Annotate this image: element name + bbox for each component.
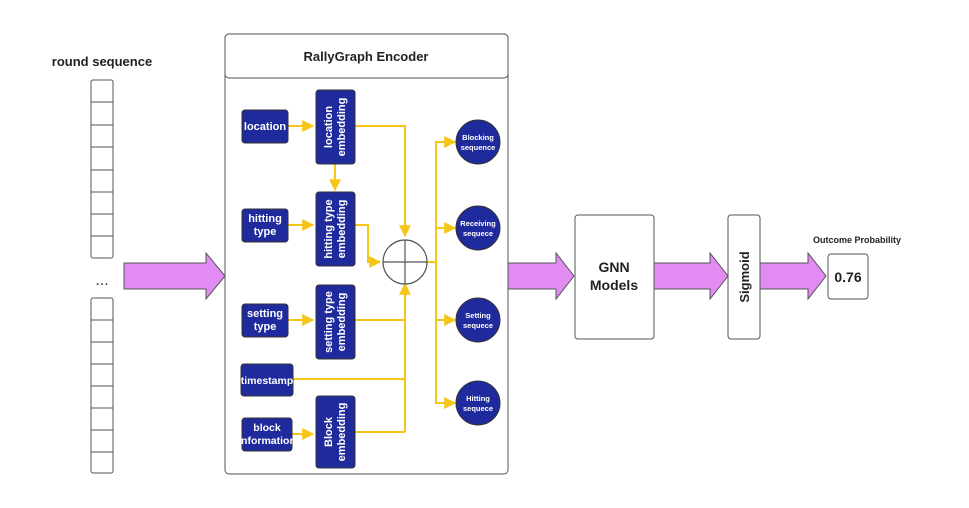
output-receiving-line2: sequece [463, 229, 493, 238]
embedding-hitting-type-line1: hitting type [323, 199, 335, 258]
input-block-line1: block [253, 422, 281, 434]
embedding-location-line1: location [323, 106, 335, 148]
encoder-title: RallyGraph Encoder [304, 49, 429, 64]
input-location: location [241, 109, 289, 144]
outcome-value-box: 0.76 [827, 253, 869, 300]
outcome-value: 0.76 [834, 269, 861, 285]
output-blocking-line2: sequence [461, 143, 496, 152]
input-setting-type-line2: type [254, 321, 277, 333]
output-hitting-sequence: Hitting sequece [455, 380, 501, 426]
sequence-ellipsis: ... [95, 272, 108, 289]
input-location-label: location [244, 121, 286, 133]
arrow-into-gnn [507, 251, 575, 301]
input-timestamp: timestamp [240, 363, 294, 397]
input-setting-type-line1: setting [247, 308, 283, 320]
output-hitting-line1: Hitting [466, 394, 490, 403]
output-setting-line1: Setting [465, 311, 491, 320]
input-block-information: block information [238, 417, 296, 452]
sigmoid-box: Sigmoid [727, 214, 761, 340]
arrow-into-sigmoid [653, 251, 729, 301]
embedding-setting-type: setting type embedding [315, 284, 356, 360]
arrow-into-encoder [123, 251, 226, 301]
input-hitting-type: hitting type [241, 208, 289, 243]
round-sequence-label: round sequence [52, 54, 152, 69]
output-setting-line2: sequece [463, 321, 493, 330]
aggregation-plus-icon [382, 239, 428, 285]
input-timestamp-label: timestamp [241, 375, 294, 387]
gnn-models-box: GNN Models [574, 214, 655, 340]
embedding-location-line2: embedding [336, 98, 348, 157]
embedding-location: location embedding [315, 89, 356, 165]
output-hitting-line2: sequece [463, 404, 493, 413]
output-receiving-sequence: Receiving sequece [455, 205, 501, 251]
embedding-block-line2: embedding [336, 403, 348, 462]
input-setting-type: setting type [241, 303, 289, 338]
sigmoid-label: Sigmoid [737, 251, 752, 302]
encoder-title-box [224, 33, 509, 79]
arrow-into-output [759, 251, 827, 301]
embedding-hitting-type: hitting type embedding [315, 191, 356, 267]
encoder-connectors [288, 120, 457, 440]
embedding-block: Block embedding [315, 395, 356, 469]
sequence-strip-top [90, 79, 114, 259]
input-block-line2: information [238, 435, 296, 447]
gnn-line2: Models [590, 277, 638, 293]
embedding-setting-type-line1: setting type [323, 291, 335, 353]
output-setting-sequence: Setting sequece [455, 297, 501, 343]
output-blocking-sequence: Blocking sequence [455, 119, 501, 165]
output-blocking-line1: Blocking [462, 133, 494, 142]
embedding-block-line1: Block [323, 416, 335, 447]
outcome-label: Outcome Probability [813, 235, 901, 245]
output-receiving-line1: Receiving [460, 219, 496, 228]
input-hitting-type-line2: type [254, 226, 277, 238]
gnn-line1: GNN [598, 259, 629, 275]
embedding-setting-type-line2: embedding [336, 293, 348, 352]
input-hitting-type-line1: hitting [248, 213, 282, 225]
embedding-hitting-type-line2: embedding [336, 200, 348, 259]
sequence-strip-bottom [90, 297, 114, 474]
